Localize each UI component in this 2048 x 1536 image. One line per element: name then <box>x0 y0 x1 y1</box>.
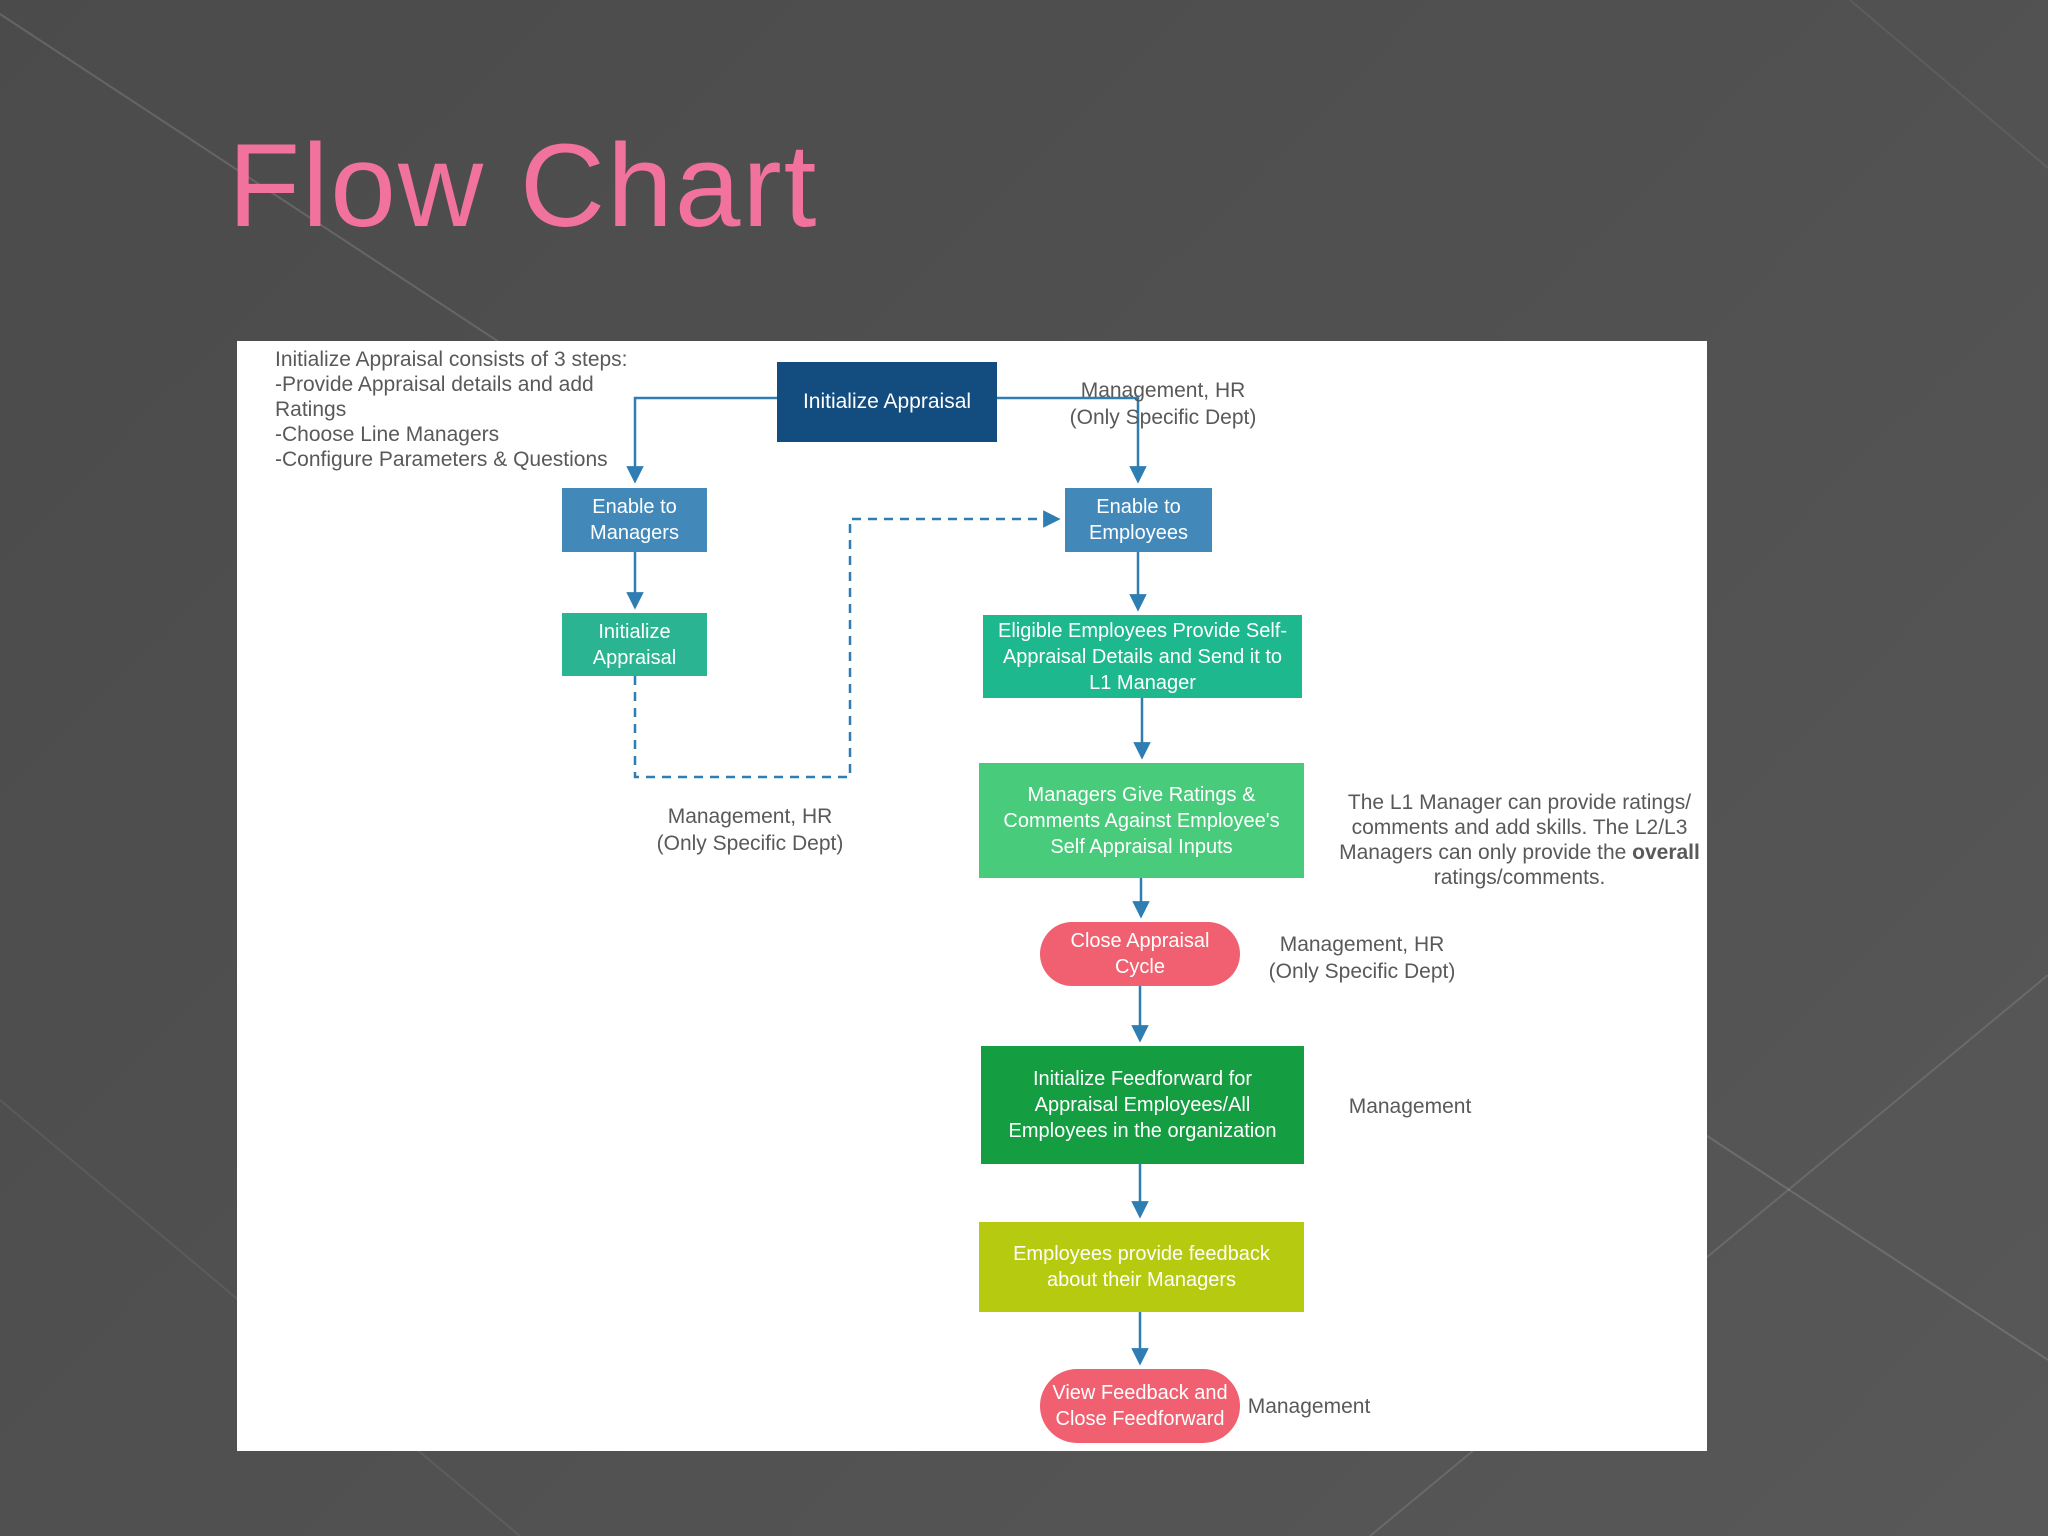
label-management-view-feedback: Management <box>1247 1395 1371 1418</box>
node-initialize-appraisal-sub: Initialize Appraisal <box>562 613 707 676</box>
annotation-text-before: The L1 Manager can provide ratings/ comm… <box>1339 791 1692 864</box>
label-management-hr-close-cycle: Management, HR (Only Specific Dept) <box>1268 933 1456 983</box>
label-management-hr-top: Management, HR (Only Specific Dept) <box>1069 379 1257 429</box>
node-initialize-feedforward: Initialize Feedforward for Appraisal Emp… <box>981 1046 1304 1164</box>
node-initialize-appraisal: Initialize Appraisal <box>777 362 997 442</box>
node-employees-provide-feedback: Employees provide feedback about their M… <box>979 1222 1304 1312</box>
node-view-feedback-close-feedforward: View Feedback and Close Feedforward <box>1040 1369 1240 1443</box>
node-enable-to-employees: Enable to Employees <box>1065 488 1212 552</box>
annotation-l1-manager-note: The L1 Manager can provide ratings/ comm… <box>1322 765 1717 890</box>
note-initialize-steps: Initialize Appraisal consists of 3 steps… <box>275 348 628 471</box>
label-management-hr-dashed: Management, HR (Only Specific Dept) <box>656 805 844 855</box>
node-enable-to-managers: Enable to Managers <box>562 488 707 552</box>
flow-connectors <box>626 396 1151 1366</box>
slide-title: Flow Chart <box>228 120 819 252</box>
annotation-text-bold: overall <box>1632 841 1700 864</box>
annotation-text-after: ratings/comments. <box>1433 866 1606 889</box>
node-managers-give-ratings: Managers Give Ratings & Comments Against… <box>979 763 1304 878</box>
node-close-appraisal-cycle: Close Appraisal Cycle <box>1040 922 1240 986</box>
node-eligible-employees-self-appraisal: Eligible Employees Provide Self- Apprais… <box>983 615 1302 698</box>
flowchart-panel: Initialize Appraisal consists of 3 steps… <box>237 341 1707 1451</box>
label-management-feedforward: Management <box>1348 1095 1472 1118</box>
